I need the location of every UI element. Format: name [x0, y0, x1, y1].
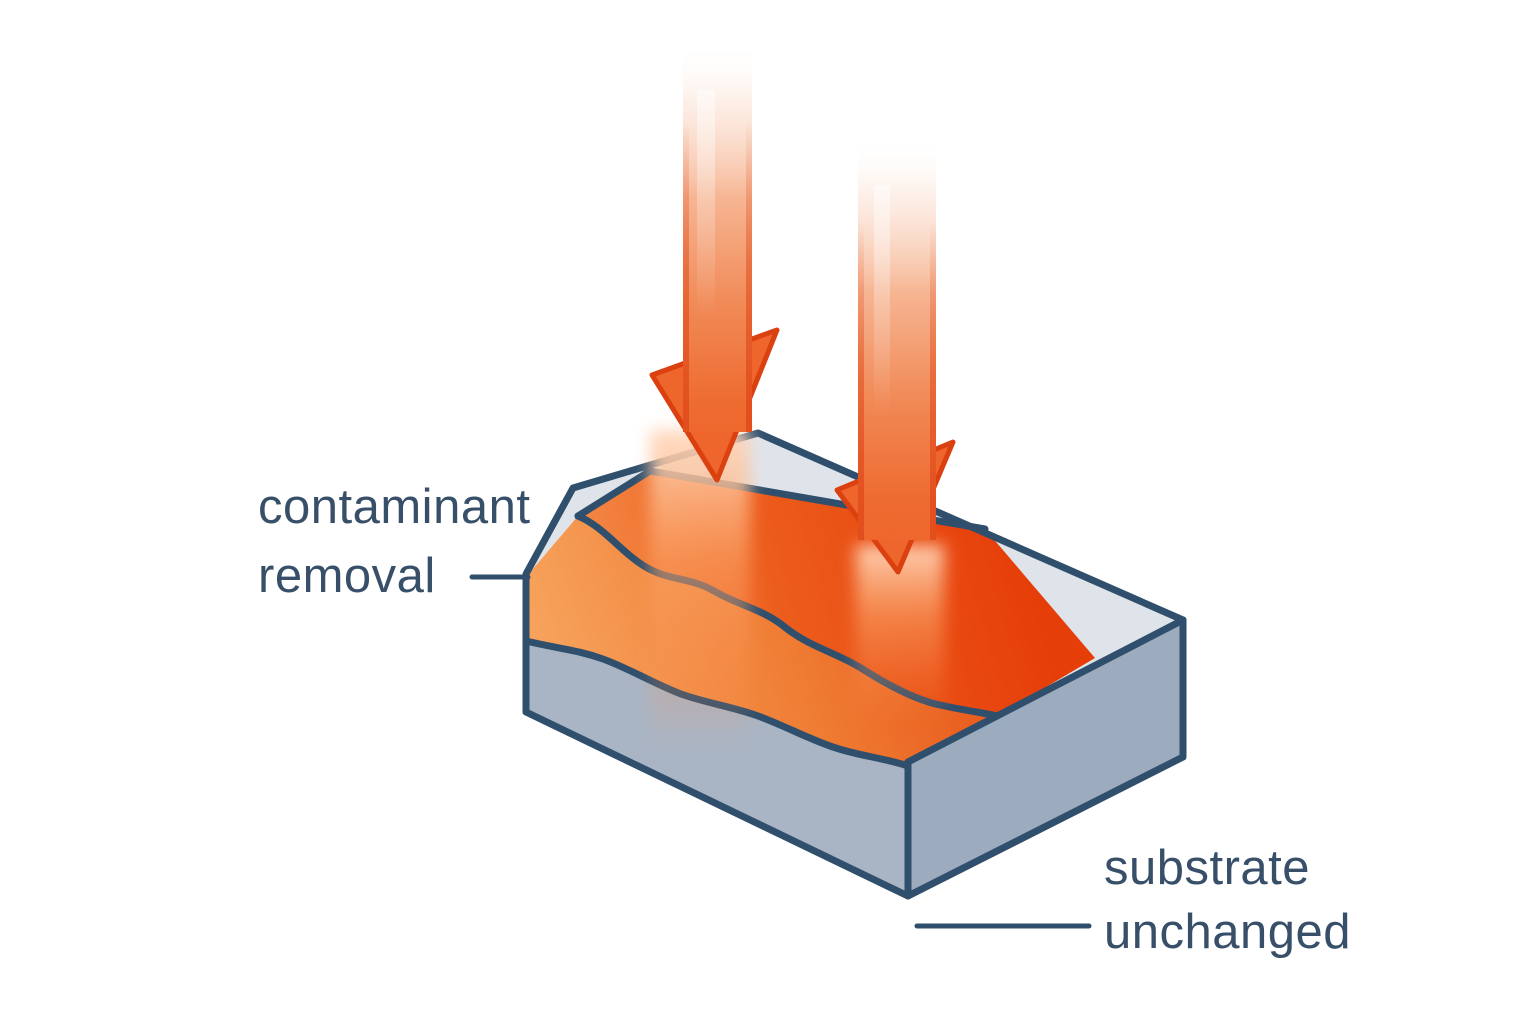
laser-shaft-left	[683, 44, 752, 432]
label-contaminant-line2: removal	[258, 549, 436, 603]
laser-shaft-left-edge-dark	[683, 120, 689, 432]
laser-impact-glows	[650, 430, 944, 750]
substrate-side-face	[908, 620, 1183, 896]
laser-shaft-right-edge-dark2	[930, 220, 936, 540]
label-contaminant-line1: contaminant	[258, 480, 530, 534]
laser-arrow-left-icon	[649, 44, 780, 483]
substrate-silhouette-outline	[522, 429, 1187, 900]
laser-shaft-right-highlight	[874, 185, 890, 415]
label-substrate-line2: unchanged	[1104, 905, 1351, 959]
leader-lines	[469, 574, 1092, 929]
laser-shaft-left-edge-dark2	[746, 120, 752, 432]
laser-shaft-right	[858, 138, 936, 540]
laser-glow-left	[650, 430, 750, 750]
laser-shaft-left-highlight	[697, 90, 715, 320]
labels: contaminant removal substrate unchanged	[258, 480, 1351, 959]
laser-shaft-right-edge-dark	[858, 220, 864, 540]
substrate-front-right-edge	[904, 616, 1187, 766]
label-substrate-line1: substrate	[1104, 841, 1310, 895]
laser-glow-right	[856, 545, 944, 725]
laser-arrow-right-icon	[834, 138, 956, 575]
